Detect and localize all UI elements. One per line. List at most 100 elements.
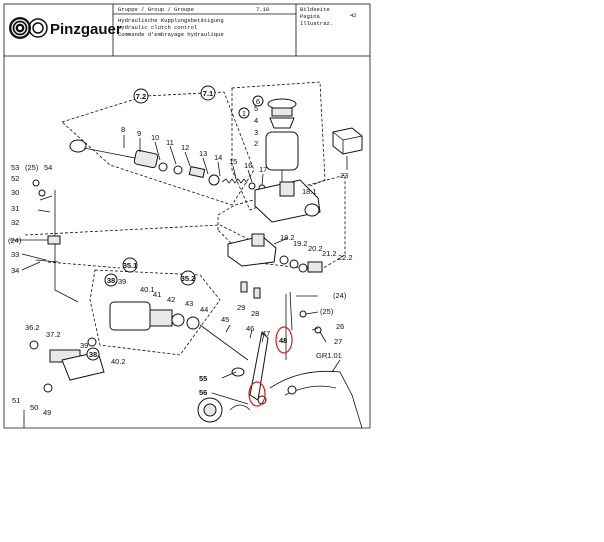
leader-lines — [10, 135, 348, 405]
callout-19-2: 19.2 — [293, 239, 308, 248]
callout-23: 23 — [340, 171, 348, 180]
callout-6: 6 — [256, 97, 260, 106]
highlight-markers — [248, 326, 293, 407]
callout-51: 51 — [12, 396, 20, 405]
group-tag-35-2: 35.2 — [180, 270, 196, 286]
callout-43: 43 — [185, 299, 193, 308]
line-fittings-26-27 — [289, 291, 322, 334]
group-tag-38a: 38 — [104, 273, 118, 287]
lower-fasteners — [23, 383, 53, 428]
drawing-frame — [3, 56, 371, 429]
group-tag-7-1: 7.1 — [200, 85, 216, 101]
callout-24b: (24) — [333, 291, 347, 300]
callout-22-2: 22.2 — [338, 253, 353, 262]
group-label: Gruppe / Group / Groupe — [118, 6, 194, 13]
callout-35-1: 35.1 — [123, 261, 138, 270]
callout-38a: 38 — [107, 276, 115, 285]
callout-7-1: 7.1 — [203, 89, 213, 98]
callout-41: 41 — [153, 290, 161, 299]
bell-housing — [197, 371, 363, 429]
callout-20-2: 20.2 — [308, 244, 323, 253]
callout-39b: 39 — [80, 341, 88, 350]
brand-name: Pinzgauer — [50, 21, 122, 38]
callout-26: 26 — [336, 322, 344, 331]
callout-18-2: 18.2 — [280, 233, 295, 242]
master-cylinder-pushrod — [69, 139, 266, 192]
highlight-oval-lever — [248, 381, 266, 407]
group-7-2-outline — [61, 91, 255, 206]
callout-24a: (24) — [8, 236, 22, 245]
slave-cylinder-group-35 — [109, 301, 249, 361]
callout-39a: 39 — [118, 277, 126, 286]
callout-40-1: 40.1 — [140, 285, 155, 294]
callout-50: 50 — [30, 403, 38, 412]
page-label-de: Bildseite — [300, 6, 330, 13]
title-block: Pinzgauer Gruppe / Group / Groupe 7.18 H… — [3, 3, 371, 57]
page-label-it: Illustraz. — [300, 20, 333, 27]
callout-33: 33 — [11, 250, 19, 259]
title-french: Commande d'embrayage hydraulique — [118, 31, 224, 38]
fluid-reservoir — [265, 98, 299, 182]
callout-8: 8 — [121, 125, 125, 134]
callout-14: 14 — [214, 153, 222, 162]
group-tag-7-2: 7.2 — [133, 88, 149, 104]
callout-labels: 5 4 3 2 8 9 10 11 12 13 14 15 16 17 18.1… — [8, 104, 353, 417]
pinzgauer-logo — [9, 17, 48, 39]
callout-53: 53 — [11, 163, 19, 172]
callout-27: 27 — [334, 337, 342, 346]
callout-9: 9 — [137, 129, 141, 138]
callout-32: 32 — [11, 218, 19, 227]
callout-30: 30 — [11, 188, 19, 197]
title-english: Hydraulic clutch control — [118, 24, 197, 31]
callout-16: 16 — [244, 161, 252, 170]
callout-31: 31 — [11, 204, 19, 213]
callout-48: 48 — [279, 336, 287, 345]
guide-line-1 — [24, 224, 261, 246]
callout-54: 54 — [44, 163, 52, 172]
hydraulic-line-left — [32, 179, 79, 303]
callout-2: 2 — [254, 139, 258, 148]
callout-25a: (25) — [25, 163, 39, 172]
callout-38b: 38 — [89, 350, 97, 359]
part-23-block — [332, 127, 363, 155]
group-tag-38b: 38 — [86, 347, 100, 361]
group-35-outline — [89, 269, 221, 356]
callout-34: 34 — [11, 266, 19, 275]
callout-11: 11 — [166, 138, 174, 147]
group-tag-1: 1 — [238, 107, 250, 119]
page-number: 42 — [350, 12, 357, 19]
callout-12: 12 — [181, 143, 189, 152]
callout-56: 56 — [199, 388, 207, 397]
group-tag-6: 6 — [252, 95, 264, 107]
callout-10: 10 — [151, 133, 159, 142]
callout-25b: (25) — [320, 307, 334, 316]
highlight-oval-48 — [275, 326, 293, 354]
callout-37-2: 37.2 — [46, 330, 61, 339]
callout-4: 4 — [254, 116, 258, 125]
group-tag-35-1: 35.1 — [122, 257, 138, 273]
slave-cylinder-assembly — [227, 233, 323, 273]
callout-5: 5 — [254, 104, 258, 113]
callout-46: 46 — [246, 324, 254, 333]
callout-3: 3 — [254, 128, 258, 137]
page-label-es: Pagina — [300, 13, 321, 20]
callout-55: 55 — [199, 374, 207, 383]
master-cylinder-body — [254, 179, 321, 223]
callout-45: 45 — [221, 315, 229, 324]
bolts-28-29 — [240, 281, 261, 299]
callout-47: 47 — [262, 329, 270, 338]
callout-44: 44 — [200, 305, 208, 314]
callout-1: 1 — [242, 109, 246, 118]
callout-28: 28 — [251, 309, 259, 318]
callout-17: 17 — [259, 165, 267, 174]
callout-42: 42 — [167, 295, 175, 304]
callout-18-1: 18.1 — [302, 187, 317, 196]
callout-gr1-01: GR1.01 — [316, 351, 342, 360]
callout-40-2: 40.2 — [111, 357, 126, 366]
callout-15: 15 — [229, 157, 237, 166]
group-number: 7.18 — [256, 6, 269, 13]
callout-7-2: 7.2 — [136, 92, 146, 101]
callout-21-2: 21.2 — [322, 249, 337, 258]
callout-35-2: 35.2 — [181, 274, 196, 283]
